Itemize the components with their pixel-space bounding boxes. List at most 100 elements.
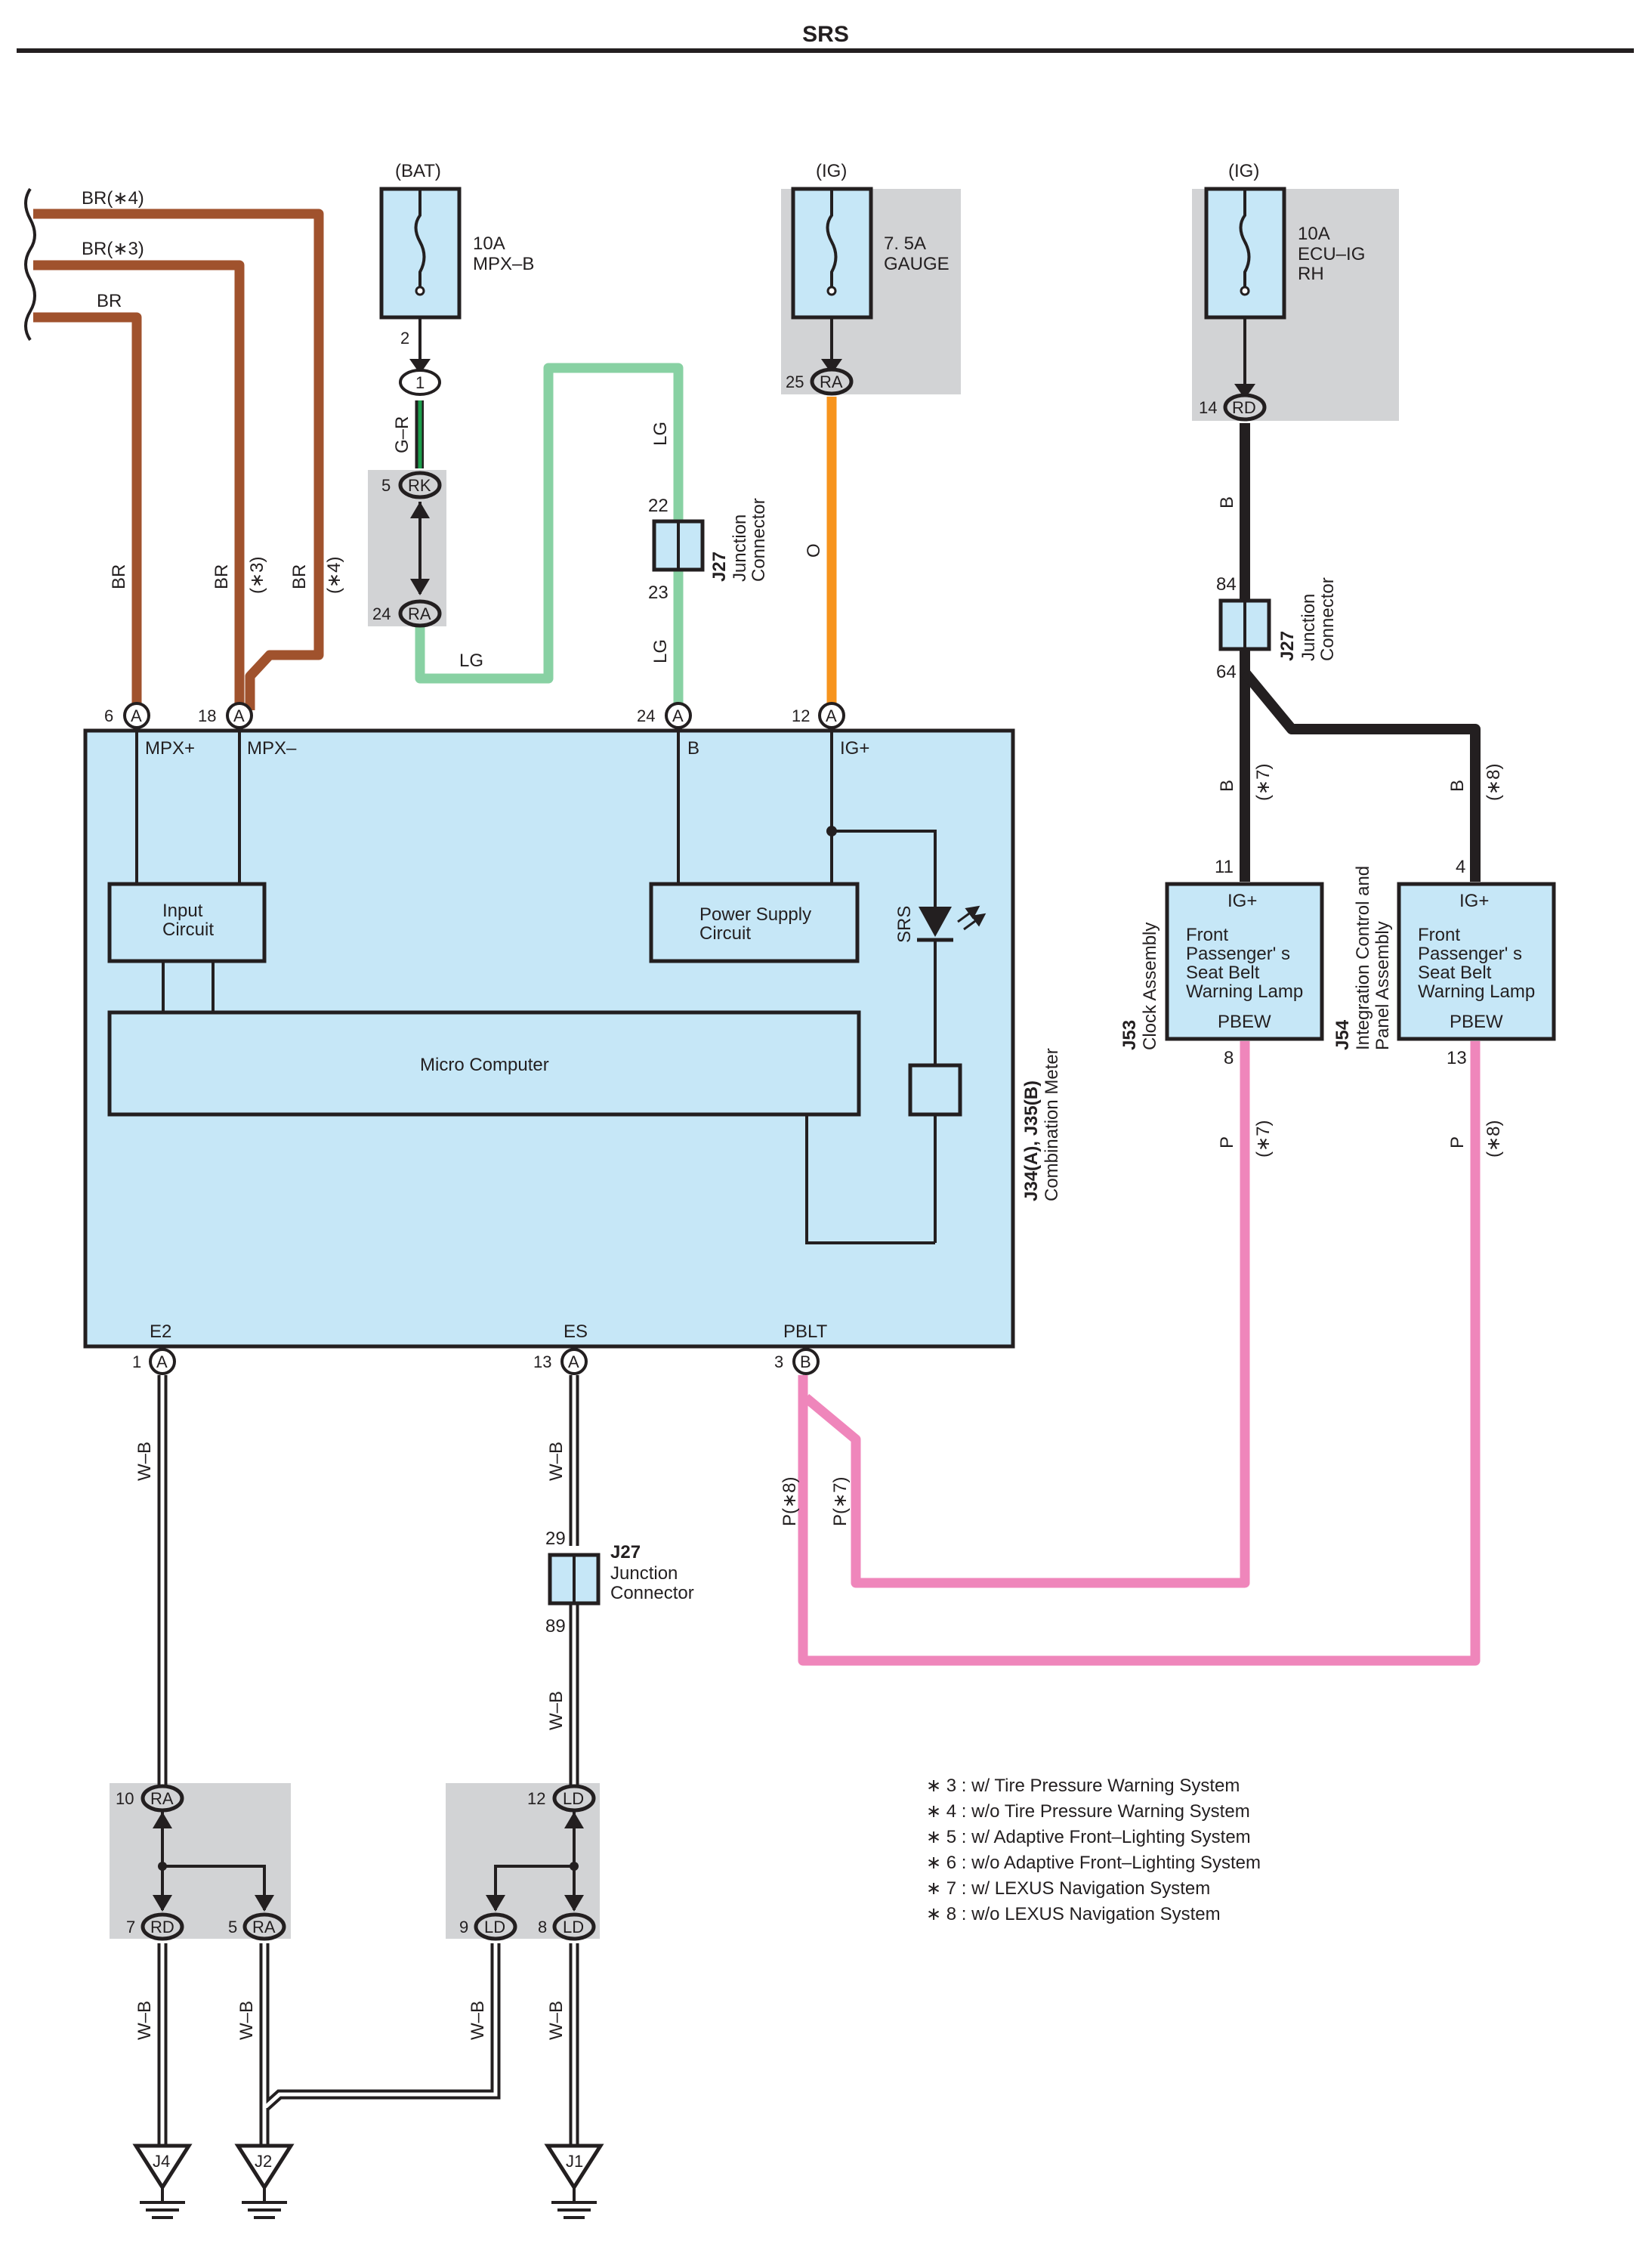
j54-name-2: Panel Assembly (1373, 921, 1393, 1050)
p-wires: P (∗7) P (∗8) P(∗8) P(∗7) (780, 1041, 1504, 1666)
ground-splices (153, 1812, 584, 1912)
j53-pin-in: 11 (1215, 857, 1234, 877)
br-wires: BR(∗4) BR(∗3) BR BR BR (∗3) BR (∗4) (24, 187, 344, 710)
notes-legend: ∗ 3 : w/ Tire Pressure Warning System ∗ … (926, 1776, 1261, 1924)
junction-connector-right: 84 64 J27 Junction Connector (1216, 574, 1338, 682)
combination-meter-box (83, 728, 1015, 1349)
p-left-vlabel: P (1217, 1136, 1237, 1148)
j54-lamp-3: Seat Belt (1418, 963, 1492, 983)
a6-num: 6 (104, 706, 113, 725)
srs-led-icon (917, 905, 987, 942)
p-right-note: (∗8) (1484, 1120, 1504, 1158)
b-right-note: (∗8) (1484, 764, 1504, 801)
lg-horiz-label: LG (459, 651, 483, 671)
ground-j1-icon: J1 (544, 2144, 604, 2219)
note-item: ∗ 4 : w/o Tire Pressure Warning System (926, 1801, 1250, 1822)
ra5-code: RA (252, 1918, 276, 1936)
b-left-vlabel: B (1217, 780, 1237, 792)
pin-label-mpx-plus: MPX+ (145, 738, 195, 759)
clock-assembly-box (1165, 882, 1324, 1041)
pin-label-e2: E2 (150, 1321, 171, 1342)
lg-bottom-vlabel: LG (650, 639, 671, 663)
bat-out-terminal: 2 (400, 329, 409, 348)
j27-right-out: 64 (1216, 662, 1237, 682)
note-item: ∗ 3 : w/ Tire Pressure Warning System (926, 1776, 1240, 1796)
wb-j1-vlabel: W–B (546, 2001, 567, 2040)
ra10-code: RA (150, 1789, 174, 1808)
power-supply-circuit-box (649, 882, 860, 963)
integration-panel-assembly: IG+ Front Passenger' s Seat Belt Warning… (1332, 857, 1556, 1068)
wb-j2-vlabel: W–B (236, 2001, 257, 2040)
gauge-fuse-name: GAUGE (884, 254, 950, 274)
ld8-code: LD (563, 1918, 584, 1936)
ld12-code: LD (563, 1789, 584, 1808)
j27-bottom-id: J27 (610, 1542, 641, 1562)
p7-bottom-vlabel: P(∗7) (830, 1477, 851, 1526)
j27-bottom-out: 89 (545, 1616, 566, 1637)
bat-fuse-group: (BAT) 10A MPX–B 2 G–R (379, 161, 534, 595)
j27-bottom-name-2: Connector (610, 1583, 694, 1603)
combination-meter-name: Combination Meter (1042, 1048, 1062, 1201)
p-left-note: (∗7) (1253, 1120, 1274, 1158)
b3-code: B (800, 1352, 811, 1371)
ecu-fuse-group: (IG) 10A ECU–IG RH B B (∗7) B (∗8) (1204, 161, 1504, 882)
j54-lamp-2: Passenger' s (1418, 944, 1522, 964)
a12-num: 12 (792, 706, 810, 725)
micro-computer-box (107, 1010, 861, 1117)
br-vlabel-1: BR (109, 564, 129, 589)
br-wire-label-1: BR(∗4) (82, 188, 144, 209)
b-left-note: (∗7) (1253, 764, 1274, 801)
a24-num: 24 (637, 706, 655, 725)
j54-lamp-1: Front (1418, 925, 1460, 945)
junction-connector-bottom: 29 89 J27 Junction Connector (545, 1528, 694, 1637)
input-circuit-box (107, 882, 267, 963)
j53-name: Clock Assembly (1140, 923, 1160, 1050)
rd7-code: RD (150, 1918, 174, 1936)
j53-pin-in-label: IG+ (1227, 891, 1257, 911)
pin-label-b: B (687, 738, 699, 759)
power-supply-label-1: Power Supply (699, 904, 811, 925)
j27-bottom-in: 29 (545, 1528, 566, 1549)
gr-vlabel: G–R (392, 416, 412, 453)
wb-es-top-vlabel: W–B (546, 1442, 567, 1481)
a24-code: A (672, 706, 684, 725)
br-vlabel-3-note: (∗4) (324, 557, 344, 594)
input-circuit-label-1: Input (162, 901, 203, 921)
j54-pin-in: 4 (1456, 857, 1465, 877)
combination-meter: MPX+ MPX– B IG+ E2 ES PBLT Input Circuit… (83, 728, 1062, 1349)
power-supply-label-2: Circuit (699, 923, 751, 944)
ground-j2-label: J2 (255, 2152, 272, 2171)
pin-label-mpx-minus: MPX– (247, 738, 297, 759)
a18-code: A (233, 706, 245, 725)
a13-code: A (568, 1352, 579, 1371)
ground-j2-icon: J2 (234, 2144, 295, 2219)
a12-code: A (826, 706, 837, 725)
ig-ecu-label: (IG) (1228, 161, 1259, 181)
connector-terminals: 1 RK 5 RA 24 RA 25 RD 14 A 6 A 18 A 24 A… (104, 367, 1267, 1941)
rk-code: RK (408, 476, 431, 495)
br-wire-label-2: BR(∗3) (82, 239, 144, 259)
j27-right-name-2: Connector (1317, 577, 1338, 661)
note-item: ∗ 5 : w/ Adaptive Front–Lighting System (926, 1827, 1251, 1847)
micro-computer-label: Micro Computer (420, 1055, 549, 1075)
j53-pin-out: 8 (1224, 1048, 1234, 1068)
lg-top-vlabel: LG (650, 422, 671, 446)
a18-num: 18 (198, 706, 216, 725)
ground-j4-label: J4 (153, 2152, 170, 2171)
j54-pin-in-label: IG+ (1459, 891, 1489, 911)
srs-led-label: SRS (894, 906, 915, 943)
gauge-fuse-rating: 7. 5A (884, 233, 926, 254)
gauge-code: RA (820, 372, 843, 391)
j53-pin-out-label: PBEW (1218, 1012, 1271, 1032)
j53-lamp-3: Seat Belt (1186, 963, 1260, 983)
ld9-code: LD (484, 1918, 505, 1936)
j53-lamp-1: Front (1186, 925, 1228, 945)
b-right-vlabel: B (1447, 780, 1468, 792)
j27-top-in: 22 (648, 496, 669, 516)
ra10-num: 10 (116, 1789, 134, 1808)
br-wire-label-3: BR (97, 291, 122, 311)
note-item: ∗ 8 : w/o LEXUS Navigation System (926, 1904, 1221, 1924)
j27-bottom-name-1: Junction (610, 1563, 678, 1584)
note-item: ∗ 6 : w/o Adaptive Front–Lighting System (926, 1853, 1261, 1873)
